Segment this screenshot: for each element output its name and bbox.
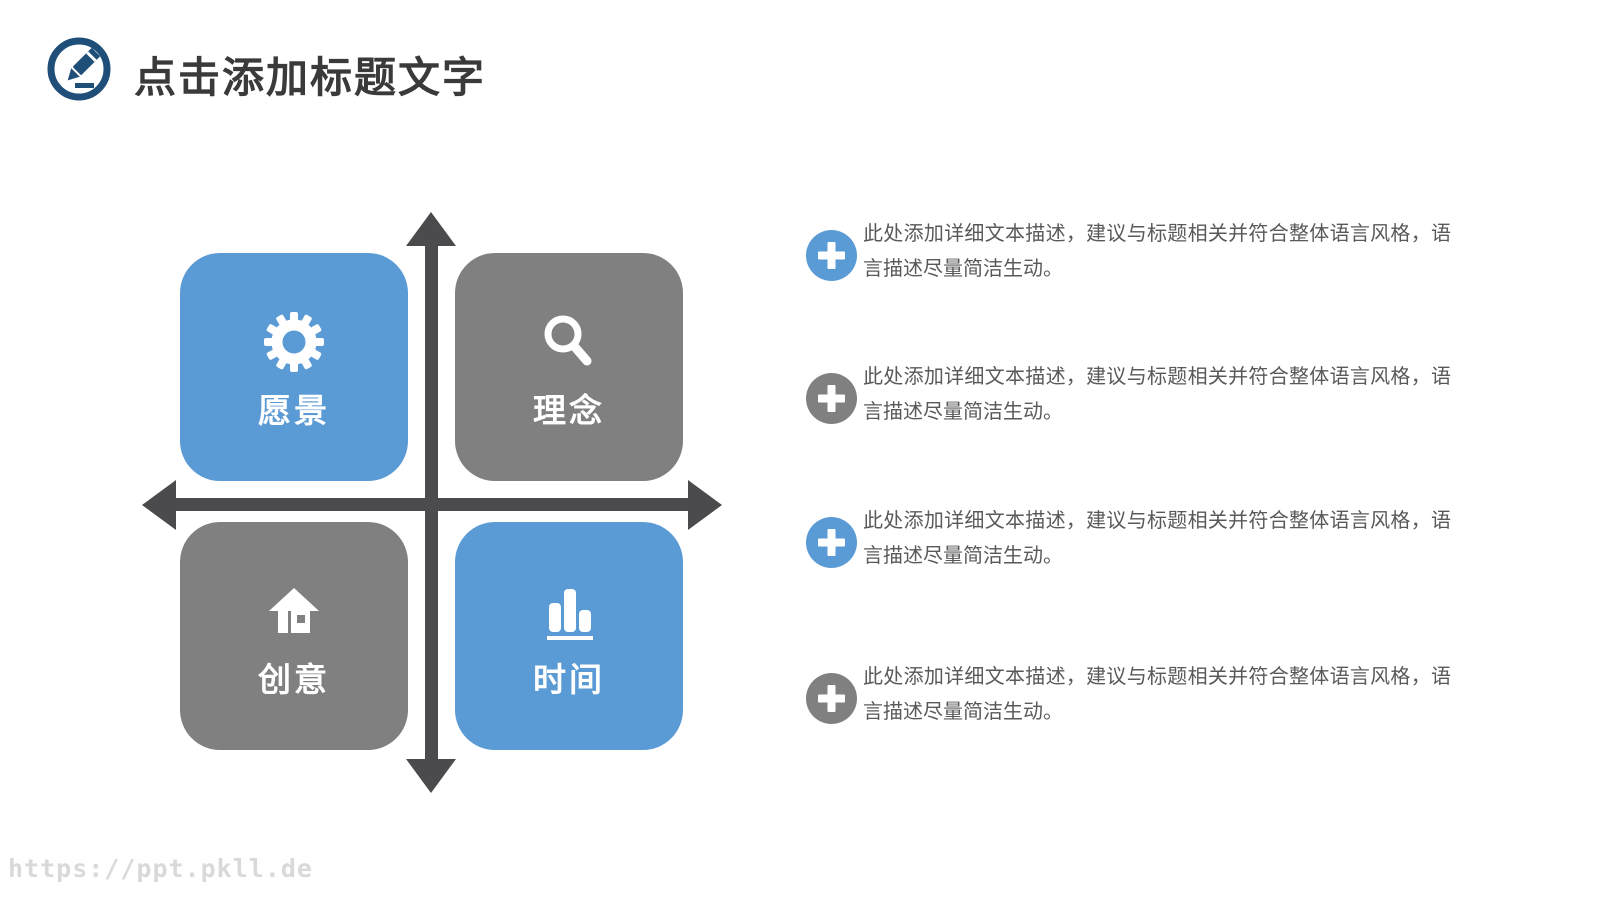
axis-arrow-up-icon — [406, 212, 456, 246]
quadrant-label: 创意 — [258, 661, 330, 698]
plus-icon — [806, 673, 857, 724]
search-icon — [544, 315, 592, 366]
page-title[interactable]: 点击添加标题文字 — [134, 54, 487, 101]
quadrant-label: 愿景 — [258, 392, 330, 429]
home-icon — [269, 588, 319, 633]
quadrant-card-vision[interactable]: 愿景 — [180, 253, 408, 481]
list-item[interactable]: 此处添加详细文本描述，建议与标题相关并符合整体语言风格，语言描述尽量简洁生动。 — [806, 366, 1466, 483]
axis-arrow-left-icon — [142, 480, 176, 530]
quadrant-label: 时间 — [533, 661, 605, 698]
list-item[interactable]: 此处添加详细文本描述，建议与标题相关并符合整体语言风格，语言描述尽量简洁生动。 — [806, 510, 1466, 627]
list-item[interactable]: 此处添加详细文本描述，建议与标题相关并符合整体语言风格，语言描述尽量简洁生动。 — [806, 666, 1466, 783]
quadrant-card-concept[interactable]: 理念 — [455, 253, 683, 481]
bullet-text[interactable]: 此处添加详细文本描述，建议与标题相关并符合整体语言风格，语言描述尽量简洁生动。 — [863, 223, 1451, 280]
quadrant-card-time[interactable]: 时间 — [455, 522, 683, 750]
bullet-text[interactable]: 此处添加详细文本描述，建议与标题相关并符合整体语言风格，语言描述尽量简洁生动。 — [863, 666, 1451, 723]
gear-icon — [264, 312, 324, 372]
bullet-text[interactable]: 此处添加详细文本描述，建议与标题相关并符合整体语言风格，语言描述尽量简洁生动。 — [863, 366, 1451, 423]
axis-arrow-right-icon — [688, 480, 722, 530]
pencil-badge-icon — [47, 37, 111, 101]
axis-arrow-down-icon — [406, 759, 456, 793]
plus-icon — [806, 373, 857, 424]
quadrant-label: 理念 — [533, 392, 605, 429]
quadrant-card-creativity[interactable]: 创意 — [180, 522, 408, 750]
plus-icon — [806, 230, 857, 281]
bar-chart-icon — [547, 589, 593, 640]
list-item[interactable]: 此处添加详细文本描述，建议与标题相关并符合整体语言风格，语言描述尽量简洁生动。 — [806, 223, 1466, 340]
watermark-url: https://ppt.pkll.de — [8, 854, 313, 883]
horizontal-axis — [172, 498, 690, 511]
plus-icon — [806, 517, 857, 568]
bullet-text[interactable]: 此处添加详细文本描述，建议与标题相关并符合整体语言风格，语言描述尽量简洁生动。 — [863, 510, 1451, 567]
